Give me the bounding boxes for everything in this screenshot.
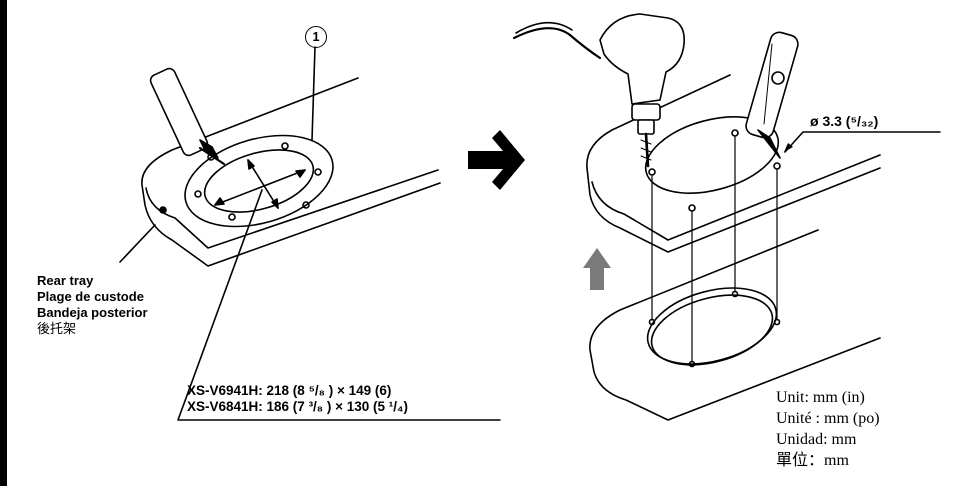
dimension-xs-v6841h: XS-V6841H: 186 (7 ³/₈ ) × 130 (5 ¹/₄) <box>187 399 408 414</box>
dimension-xs-v6941h: XS-V6941H: 218 (8 ⁵/₈ ) × 149 (6) <box>187 383 392 398</box>
dimension-leader <box>177 189 501 421</box>
unit-zh: 單位：mm <box>776 452 849 469</box>
mounting-holes-lower <box>648 290 781 368</box>
rear-tray-right-upper <box>586 74 881 253</box>
drill-icon <box>512 13 685 168</box>
rear-tray-label-zh: 後托架 <box>37 321 77 336</box>
dimension-specs: XS-V6941H: 218 (8 ⁵/₈ ) × 149 (6) XS-V68… <box>187 383 408 415</box>
rear-tray-label: Rear tray Plage de custode Bandeja poste… <box>37 273 148 337</box>
rear-tray-left <box>141 77 441 267</box>
rear-tray-label-fr: Plage de custode <box>37 289 144 304</box>
alignment-lines <box>651 136 778 363</box>
hole-diameter-label: ø 3.3 (⁵/₃₂) <box>810 113 879 129</box>
rear-tray-right-lower <box>589 229 881 421</box>
hole-leader-arrowhead <box>784 143 793 152</box>
up-arrow-icon <box>583 248 611 290</box>
cutout-ellipse-lower-rim <box>646 287 778 365</box>
callout-leader <box>311 46 316 141</box>
callout-number-1: 1 <box>305 26 327 48</box>
unit-es: Unidad: mm <box>776 431 857 448</box>
tray-label-leader <box>119 224 156 263</box>
right-arrow-icon <box>468 130 525 190</box>
unit-fr: Unité : mm (po) <box>776 410 880 427</box>
unit-en: Unit: mm (in) <box>776 389 865 406</box>
utility-knife-icon <box>745 31 799 159</box>
unit-legend: Unit: mm (in) Unité : mm (po) Unidad: mm… <box>776 387 880 471</box>
cutout-ellipse-upper <box>644 116 780 194</box>
mounting-holes-upper <box>648 129 781 212</box>
cutout-ellipse-lower <box>650 294 774 366</box>
screwdriver-icon <box>149 67 226 166</box>
dimension-arrows <box>214 159 306 209</box>
rear-tray-label-en: Rear tray <box>37 273 94 288</box>
speaker-template <box>184 134 334 228</box>
page-edge-bar <box>0 0 7 486</box>
rear-tray-label-es: Bandeja posterior <box>37 305 148 320</box>
hole-label-leader <box>784 131 941 153</box>
